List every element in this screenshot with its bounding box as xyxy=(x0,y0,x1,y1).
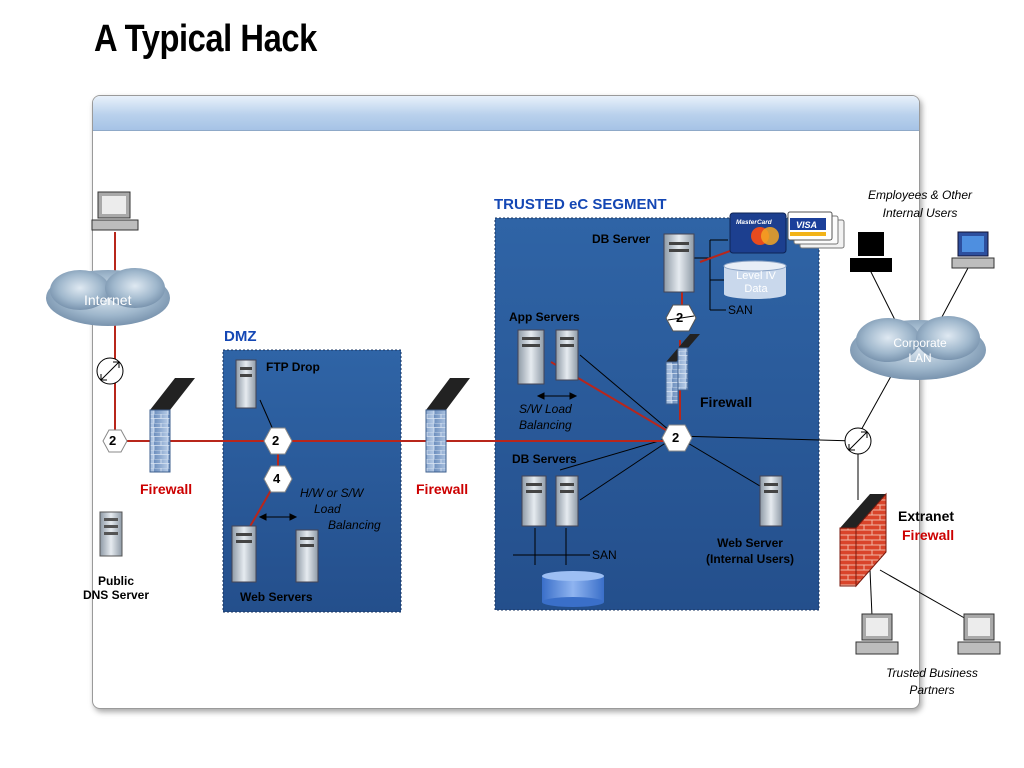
partner-computer-icon xyxy=(855,613,899,655)
san-top-label: SAN xyxy=(728,303,753,317)
step-marker-dmz-top-label: 2 xyxy=(272,433,280,448)
internet-label: Internet xyxy=(84,292,132,308)
employee-computer-icon xyxy=(850,232,892,272)
page-title: A Typical Hack xyxy=(94,18,317,60)
step-marker-dmz-bottom xyxy=(263,465,293,493)
sw-load-label-1: S/W Load xyxy=(519,402,572,416)
extranet-firewall-icon xyxy=(839,492,887,588)
corporate-lan-cloud xyxy=(850,316,986,380)
corporate-router-icon xyxy=(844,427,872,455)
load-balance-arrow-app xyxy=(536,392,578,400)
web-server-icon xyxy=(231,525,257,583)
firewall-mid-icon xyxy=(425,378,470,473)
web-server-icon xyxy=(295,529,319,583)
level-iv-label-2: Data xyxy=(744,283,768,295)
corporate-lan-label-2: LAN xyxy=(908,351,932,365)
attacker-computer-icon xyxy=(91,191,139,231)
public-dns-server-icon xyxy=(99,511,123,557)
db-server-label: DB Server xyxy=(592,232,651,246)
trusted-zone-title: TRUSTED eC SEGMENT xyxy=(494,196,667,213)
hw-sw-label-2: Load xyxy=(314,502,341,516)
db-server-icon xyxy=(555,475,579,527)
san-bottom-label: SAN xyxy=(592,548,617,562)
app-server-icon xyxy=(517,329,545,385)
step-marker-dmz-bottom-label: 4 xyxy=(273,471,281,486)
svg-text:MasterCard: MasterCard xyxy=(736,219,773,226)
firewall-left-label: Firewall xyxy=(140,481,193,497)
visa-card-icon: VISA xyxy=(787,211,845,249)
step-marker-dmz-top xyxy=(263,427,293,455)
internet-cloud xyxy=(46,268,170,326)
hw-sw-label-3: Balancing xyxy=(328,518,381,532)
employees-label-2: Internal Users xyxy=(882,206,958,220)
step-marker-left-label: 2 xyxy=(109,433,117,448)
db-server-icon xyxy=(521,475,547,527)
firewall-mid-label: Firewall xyxy=(416,481,469,497)
hw-sw-label-1: H/W or S/W xyxy=(300,486,364,500)
web-server-internal-label-1: Web Server xyxy=(717,536,783,550)
frame-header-bar xyxy=(93,96,919,131)
san-storage-icon xyxy=(542,571,604,607)
employee-computer-icon xyxy=(951,231,995,269)
db-servers-label: DB Servers xyxy=(512,452,577,466)
sw-load-label-2: Balancing xyxy=(519,418,572,432)
step-marker-db-link-label: 2 xyxy=(676,310,684,325)
step-marker-left xyxy=(102,429,128,453)
step-marker-trusted xyxy=(661,424,693,452)
public-dns-label-1: Public xyxy=(97,574,134,588)
step-marker-db-link xyxy=(665,304,697,332)
firewall-left-icon xyxy=(149,378,195,473)
trusted-partners-label-2: Partners xyxy=(909,683,955,697)
internal-web-server-icon xyxy=(759,475,783,527)
dmz-title: DMZ xyxy=(224,328,257,345)
ftp-drop-server-icon xyxy=(235,359,257,409)
web-server-internal-label-2: (Internal Users) xyxy=(705,552,795,566)
mastercard-icon: MasterCard xyxy=(729,212,787,254)
db-server-icon xyxy=(663,233,695,293)
level-iv-data-storage-icon xyxy=(723,260,787,299)
level-iv-label-1: Level IV xyxy=(736,270,776,282)
firewall-trusted-icon xyxy=(665,334,700,405)
app-server-icon xyxy=(555,329,579,381)
extranet-label: Extranet xyxy=(898,508,955,524)
partner-computer-icon xyxy=(957,613,1001,655)
svg-text:VISA: VISA xyxy=(796,220,817,230)
extranet-firewall-label: Firewall xyxy=(902,527,955,543)
web-servers-label: Web Servers xyxy=(240,590,313,604)
load-balance-arrow-dmz xyxy=(258,513,298,521)
internet-router-icon xyxy=(96,357,124,385)
app-servers-label: App Servers xyxy=(509,310,580,324)
corporate-lan-label-1: Corporate xyxy=(893,336,947,350)
step-marker-trusted-label: 2 xyxy=(672,430,680,445)
trusted-partners-label-1: Trusted Business xyxy=(886,666,978,680)
ftp-drop-label: FTP Drop xyxy=(266,360,320,374)
firewall-trusted-label: Firewall xyxy=(700,394,753,410)
employees-label-1: Employees & Other xyxy=(867,188,973,202)
public-dns-label-2: DNS Server xyxy=(82,588,150,602)
